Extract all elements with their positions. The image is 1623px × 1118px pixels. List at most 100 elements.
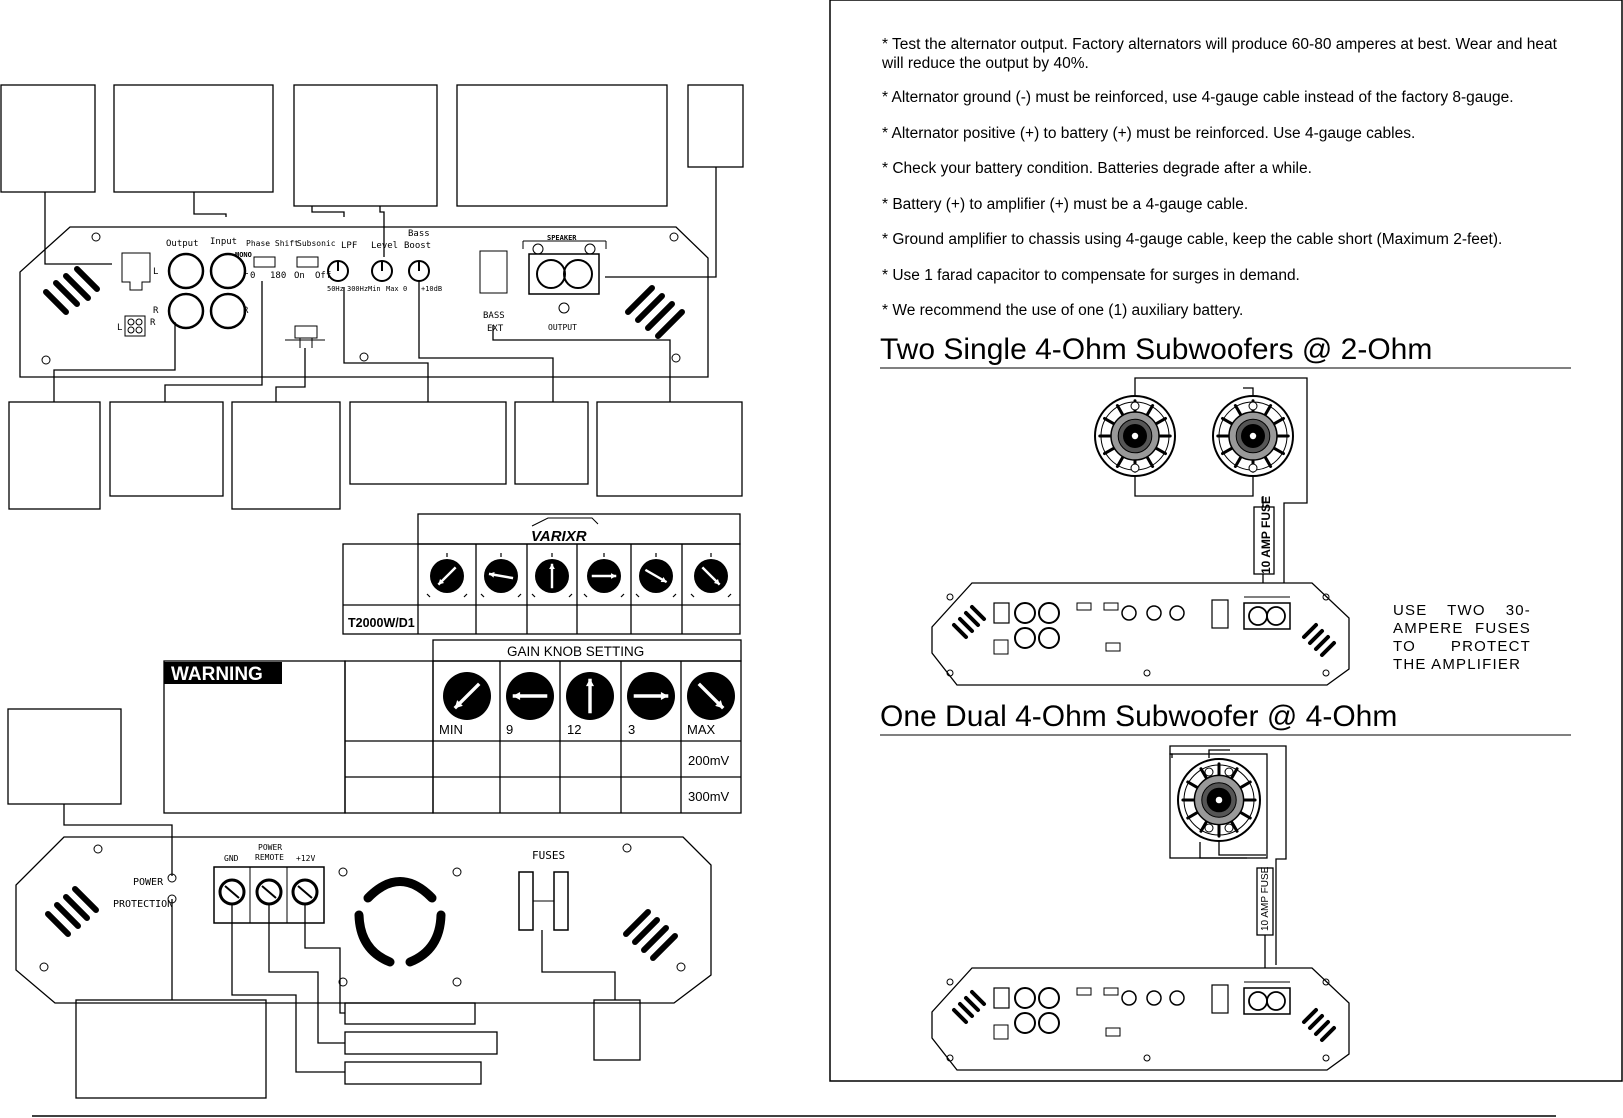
- basket-rib: [1272, 416, 1285, 426]
- basket-rib: [1230, 820, 1239, 833]
- knob-tick: [517, 593, 522, 598]
- label-r3: R: [150, 318, 156, 328]
- label-bass-ext-1: BASS: [483, 311, 505, 321]
- tip-ground-amplifier: * Ground amplifier to chassis using 4-ga…: [882, 231, 1503, 248]
- label-phase-shift: Phase Shift: [246, 239, 299, 248]
- warning-label: WARNING: [171, 664, 263, 685]
- gain-row-300mv: 300mV: [688, 789, 730, 804]
- label-phase-180: 180: [270, 271, 286, 281]
- vent: [1320, 1026, 1336, 1042]
- callout-box: [7, 708, 122, 805]
- knob-tick: [583, 593, 588, 598]
- gain-label-min: MIN: [439, 722, 463, 737]
- terminal: [1248, 401, 1258, 411]
- gain-label-max: MAX: [687, 722, 716, 737]
- vent: [964, 611, 980, 627]
- bass-ext-port: [1211, 599, 1229, 629]
- basket-rib: [1186, 780, 1199, 789]
- gain-row-200mv: 200mV: [688, 753, 730, 768]
- callout-box: [687, 84, 744, 168]
- label-l3: L: [117, 323, 122, 333]
- label-12v: +12V: [296, 854, 315, 863]
- varixr-knob: [484, 559, 518, 593]
- label-boost-0: 0: [403, 285, 407, 293]
- tip-alternator-positive: * Alternator positive (+) to battery (+)…: [882, 125, 1416, 142]
- vent: [970, 605, 986, 621]
- vent: [1314, 1020, 1330, 1036]
- rca-jack: [1014, 602, 1036, 624]
- terminal: [1248, 463, 1258, 473]
- amplifier-bottom-panel: [15, 836, 712, 1004]
- heading-two-single: Two Single 4-Ohm Subwoofers @ 2-Ohm: [880, 333, 1433, 366]
- terminal: [1204, 767, 1214, 777]
- label-boost-max: +10dB: [421, 285, 442, 293]
- callout-box: [349, 401, 507, 485]
- label-level-min: Min: [368, 285, 381, 293]
- gain-knob: [506, 672, 554, 720]
- callout-box: [75, 999, 267, 1099]
- screw: [946, 1054, 954, 1062]
- basket-rib: [1221, 416, 1234, 426]
- callout-box: [344, 1002, 476, 1025]
- screw: [1322, 978, 1330, 986]
- gain-knob-row: [443, 672, 735, 720]
- varixr-knob: [639, 559, 673, 593]
- mini-knob: [1146, 990, 1162, 1006]
- label-speaker: SPEAKER: [547, 234, 577, 242]
- label-input: Input: [210, 237, 237, 247]
- gain-knob: [687, 672, 735, 720]
- subwoofer-dual: [1177, 758, 1261, 842]
- callout-box: [456, 84, 668, 207]
- knob-tick: [635, 593, 640, 598]
- knob-tick: [620, 593, 625, 598]
- label-bass: Bass: [408, 229, 430, 239]
- screw: [1143, 669, 1151, 677]
- varixr-knob: [587, 559, 621, 593]
- subwoofer-left: [1094, 395, 1176, 477]
- rca-jack: [1014, 1012, 1036, 1034]
- screw: [1322, 1054, 1330, 1062]
- basket-rib: [1199, 767, 1208, 780]
- mini-knob: [1121, 990, 1137, 1006]
- vent: [964, 996, 980, 1012]
- fuse-label-regular: 10 AMP FUSE: [1260, 866, 1271, 931]
- knob-tick: [426, 593, 431, 598]
- gain-knob: [627, 672, 675, 720]
- vent: [970, 990, 986, 1006]
- label-protection: PROTECTION: [113, 899, 173, 910]
- knob-tick: [568, 593, 573, 598]
- bass-ext-port: [1211, 984, 1229, 1014]
- callout-box: [344, 1031, 498, 1055]
- basket-rib: [1272, 446, 1285, 456]
- terminal: [1130, 401, 1140, 411]
- tip-auxiliary-battery: * We recommend the use of one (1) auxili…: [882, 302, 1244, 319]
- knob-tick: [727, 593, 732, 598]
- gain-label-3: 3: [628, 722, 635, 737]
- label-output-terminal: OUTPUT: [548, 323, 577, 332]
- mini-knob: [1169, 605, 1185, 621]
- mini-knob: [1146, 605, 1162, 621]
- varixr-knob: [694, 559, 728, 593]
- right-panel-border: [829, 0, 1623, 1082]
- basket-rib: [1154, 416, 1167, 426]
- screw: [946, 669, 954, 677]
- terminal: [1224, 823, 1234, 833]
- label-lpf-300: 300Hz: [347, 285, 368, 293]
- callout-box: [231, 401, 341, 510]
- varixr-knob-row: [426, 553, 732, 598]
- phase-switch: [1076, 602, 1092, 611]
- knob-tick: [672, 593, 677, 598]
- tip-battery-to-amp: * Battery (+) to amplifier (+) must be a…: [882, 196, 1249, 213]
- speaker-terminal: [1243, 987, 1291, 1015]
- label-bass-ext-2: EXT: [487, 324, 504, 334]
- dip-block: [1105, 1027, 1121, 1037]
- terminal: [1224, 767, 1234, 777]
- label-mono: MONO: [235, 251, 252, 259]
- label-subsonic-off: Off: [315, 271, 331, 281]
- callout-box: [8, 401, 101, 510]
- vent: [1314, 635, 1330, 651]
- basket-rib: [1145, 455, 1155, 468]
- callout-box: [113, 84, 274, 193]
